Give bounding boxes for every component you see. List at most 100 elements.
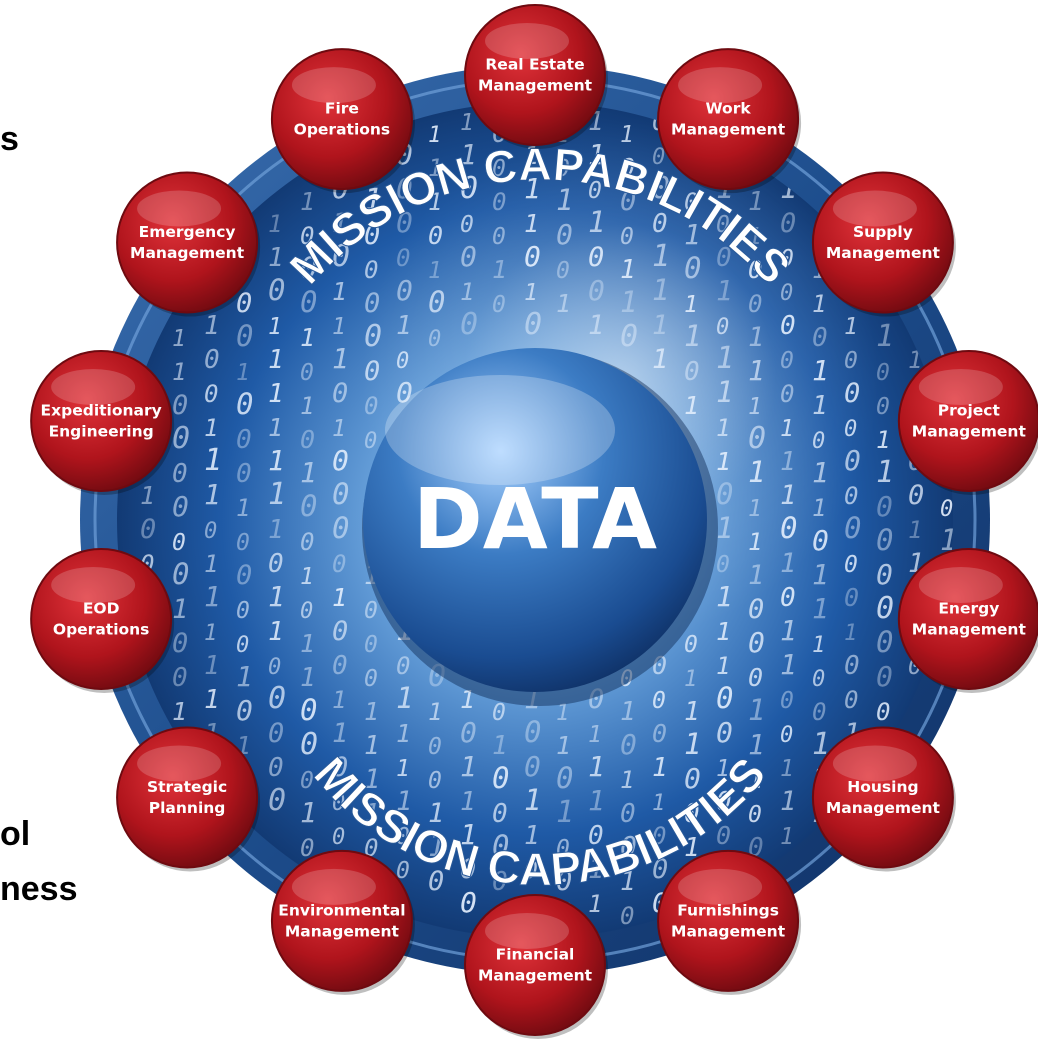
- binary-digit: 0: [300, 528, 314, 556]
- binary-digit: 1: [684, 391, 699, 420]
- binary-digit: 1: [460, 278, 474, 306]
- binary-digit: 1: [300, 392, 314, 420]
- capability-node-highlight: [137, 745, 222, 782]
- binary-digit: 0: [364, 220, 380, 251]
- binary-digit: 0: [460, 716, 477, 749]
- binary-digit: 1: [748, 560, 764, 591]
- binary-digit: 0: [300, 834, 314, 862]
- binary-digit: 1: [428, 798, 444, 829]
- binary-digit: 1: [268, 580, 285, 613]
- binary-digit: 1: [396, 311, 412, 341]
- capability-label-line: Housing: [847, 778, 918, 796]
- capability-node-circle: [116, 171, 259, 314]
- binary-digit: 0: [428, 768, 442, 794]
- binary-digit: 0: [524, 715, 541, 749]
- binary-digit: 0: [172, 530, 186, 556]
- binary-digit: 1: [172, 358, 186, 386]
- binary-digit: 0: [300, 693, 317, 727]
- binary-digit: 0: [268, 783, 286, 818]
- binary-digit: 1: [684, 292, 698, 318]
- binary-digit: 0: [780, 281, 793, 306]
- binary-digit: 0: [844, 511, 861, 545]
- binary-digit: 0: [876, 523, 893, 557]
- binary-digit: 0: [524, 307, 542, 342]
- binary-digit: 0: [652, 822, 666, 850]
- binary-digit: 1: [620, 285, 637, 319]
- binary-digit: 0: [716, 552, 730, 578]
- binary-digit: 0: [748, 663, 763, 692]
- binary-digit: 1: [140, 481, 155, 510]
- binary-digit: 0: [620, 153, 635, 182]
- binary-digit: 1: [460, 818, 477, 851]
- capability-label-line: Energy: [938, 600, 999, 618]
- binary-digit: 1: [300, 456, 317, 489]
- binary-digit: 1: [524, 280, 538, 306]
- binary-digit: 0: [300, 251, 317, 285]
- capability-node-circle: [464, 894, 606, 1036]
- binary-digit: 1: [172, 326, 186, 352]
- binary-digit: 0: [300, 222, 314, 250]
- binary-digit: 1: [652, 753, 668, 783]
- binary-digit: 0: [876, 625, 893, 659]
- binary-digit: 1: [332, 208, 348, 239]
- binary-digit: 1: [332, 277, 347, 306]
- binary-digit: 0: [300, 489, 317, 523]
- capability-node-circle: [897, 349, 1038, 492]
- binary-digit: 1: [748, 728, 765, 761]
- binary-digit: 0: [268, 718, 284, 749]
- binary-digit: 0: [396, 858, 410, 884]
- binary-digit: 1: [684, 319, 701, 353]
- capability-node-highlight: [291, 67, 376, 104]
- capability-label-line: Management: [478, 967, 593, 985]
- binary-digit: 0: [236, 425, 252, 455]
- binary-digit: 1: [460, 787, 476, 817]
- binary-digit: 0: [716, 716, 733, 749]
- binary-digit: 0: [556, 156, 570, 182]
- binary-digit: 0: [364, 598, 378, 624]
- binary-digit: 1: [748, 394, 762, 420]
- capability-label-line: Furnishings: [677, 901, 779, 919]
- binary-digit: 1: [364, 697, 379, 726]
- capability-label-line: Work: [706, 100, 752, 118]
- binary-digit: 0: [236, 694, 253, 727]
- binary-digit: 0: [300, 360, 314, 386]
- binary-digit: 1: [364, 183, 382, 218]
- binary-digit: 0: [428, 327, 441, 352]
- binary-digit: 0: [492, 156, 506, 182]
- binary-digit: 1: [204, 311, 220, 341]
- binary-digit: 0: [268, 655, 281, 680]
- binary-digit: 0: [268, 549, 284, 579]
- binary-digit: 1: [204, 685, 220, 715]
- binary-digit: 0: [460, 886, 477, 919]
- binary-digit: 1: [588, 750, 605, 783]
- binary-digit: 0: [556, 258, 570, 284]
- binary-digit: 0: [780, 246, 794, 272]
- center-sphere: [363, 348, 707, 692]
- binary-digit: 1: [332, 342, 349, 375]
- binary-digit: 0: [780, 208, 796, 239]
- capability-node-highlight: [485, 913, 569, 949]
- binary-digit: 1: [748, 354, 765, 387]
- capability-label-line: Management: [130, 244, 245, 262]
- binary-digit: 1: [620, 122, 634, 148]
- binary-digit: 0: [140, 514, 156, 545]
- binary-digit: 1: [204, 550, 218, 578]
- binary-digit: 1: [652, 344, 668, 375]
- binary-digit: 1: [620, 697, 636, 727]
- binary-digit: 0: [268, 273, 285, 307]
- binary-digit: 0: [396, 206, 413, 239]
- binary-digit: 0: [780, 348, 794, 374]
- binary-digit: 1: [780, 614, 797, 647]
- binary-digit: 0: [492, 867, 508, 897]
- binary-digit: 0: [492, 761, 509, 795]
- binary-digit: 1: [236, 660, 253, 693]
- capability-label-line: Environmental: [278, 901, 405, 919]
- binary-digit: 1: [620, 766, 634, 794]
- binary-digit: 0: [812, 323, 828, 353]
- capability-node-highlight: [485, 23, 569, 59]
